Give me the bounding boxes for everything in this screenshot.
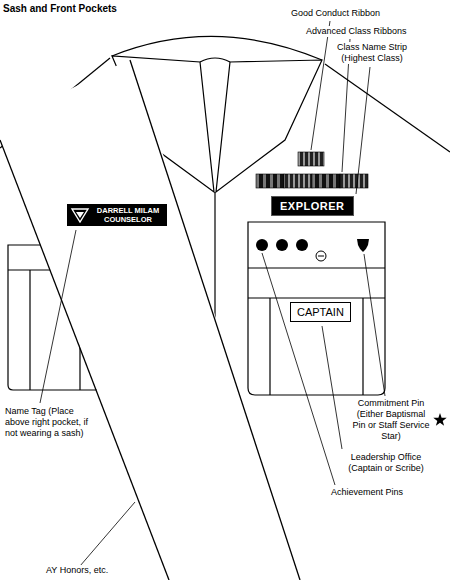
- right-collar: [216, 60, 322, 192]
- pocket-pleat: [270, 298, 363, 395]
- leader-line: [262, 253, 335, 485]
- right-pocket: [248, 222, 385, 395]
- collar-back: [112, 36, 322, 60]
- node-text: CAPTAIN: [297, 305, 344, 319]
- good-conduct-ribbon: [298, 152, 324, 166]
- leader-line: [356, 67, 370, 194]
- achievement-pins: [256, 239, 326, 261]
- placket: [214, 192, 215, 330]
- callout-label: Commitment Pin (Either Baptismal Pin or …: [350, 398, 432, 442]
- callout-label: Class Name Strip (Highest Class): [330, 42, 414, 64]
- callout-label: Advanced Class Ribbons: [305, 26, 408, 37]
- logo-triangle: [72, 209, 88, 222]
- callout-label: AY Honors, etc.: [45, 565, 109, 576]
- leader-line: [364, 254, 385, 396]
- pocket-flap-bottom: [248, 297, 385, 298]
- advanced-class-ribbons: [256, 174, 368, 188]
- commitment-pin: [357, 239, 369, 252]
- class-ribbon: [340, 174, 368, 188]
- logo-mark: [76, 212, 84, 218]
- class-ribbon: [284, 174, 312, 188]
- leader-line: [80, 502, 135, 566]
- achievement-pin: [276, 239, 288, 251]
- name-tag: DARRELL MILAM COUNSELOR: [67, 204, 167, 226]
- leadership-tag: CAPTAIN: [290, 302, 351, 322]
- sash-edge: [0, 140, 169, 580]
- class-ribbon: [256, 174, 284, 188]
- callout-label: Good Conduct Ribbon: [290, 8, 381, 19]
- club-logo: [70, 207, 90, 223]
- leader-line: [40, 230, 76, 403]
- node-text: DARRELL MILAM COUNSELOR: [93, 206, 163, 224]
- diagram-title: Sash and Front Pockets: [3, 3, 117, 15]
- pocket-flap-top: [248, 267, 385, 268]
- staff-service-star: [433, 413, 446, 426]
- leader-line: [322, 326, 342, 449]
- achievement-pin: [256, 239, 268, 251]
- pocket-button: [318, 256, 324, 257]
- pocket-button: [316, 251, 326, 261]
- neck-band: [200, 58, 230, 62]
- node-text: EXPLORER: [280, 199, 345, 213]
- pocket-body: [248, 222, 385, 395]
- callout-label: Name Tag (Place above right pocket, if n…: [4, 406, 98, 439]
- callout-label: Leadership Office (Captain or Scribe): [335, 452, 437, 474]
- class-ribbon: [312, 174, 340, 188]
- achievement-pin: [296, 239, 308, 251]
- leader-line: [311, 21, 330, 150]
- callout-label: Achievement Pins: [330, 487, 404, 498]
- class-name-strip: EXPLORER: [271, 196, 354, 216]
- leader-lines: [40, 21, 385, 566]
